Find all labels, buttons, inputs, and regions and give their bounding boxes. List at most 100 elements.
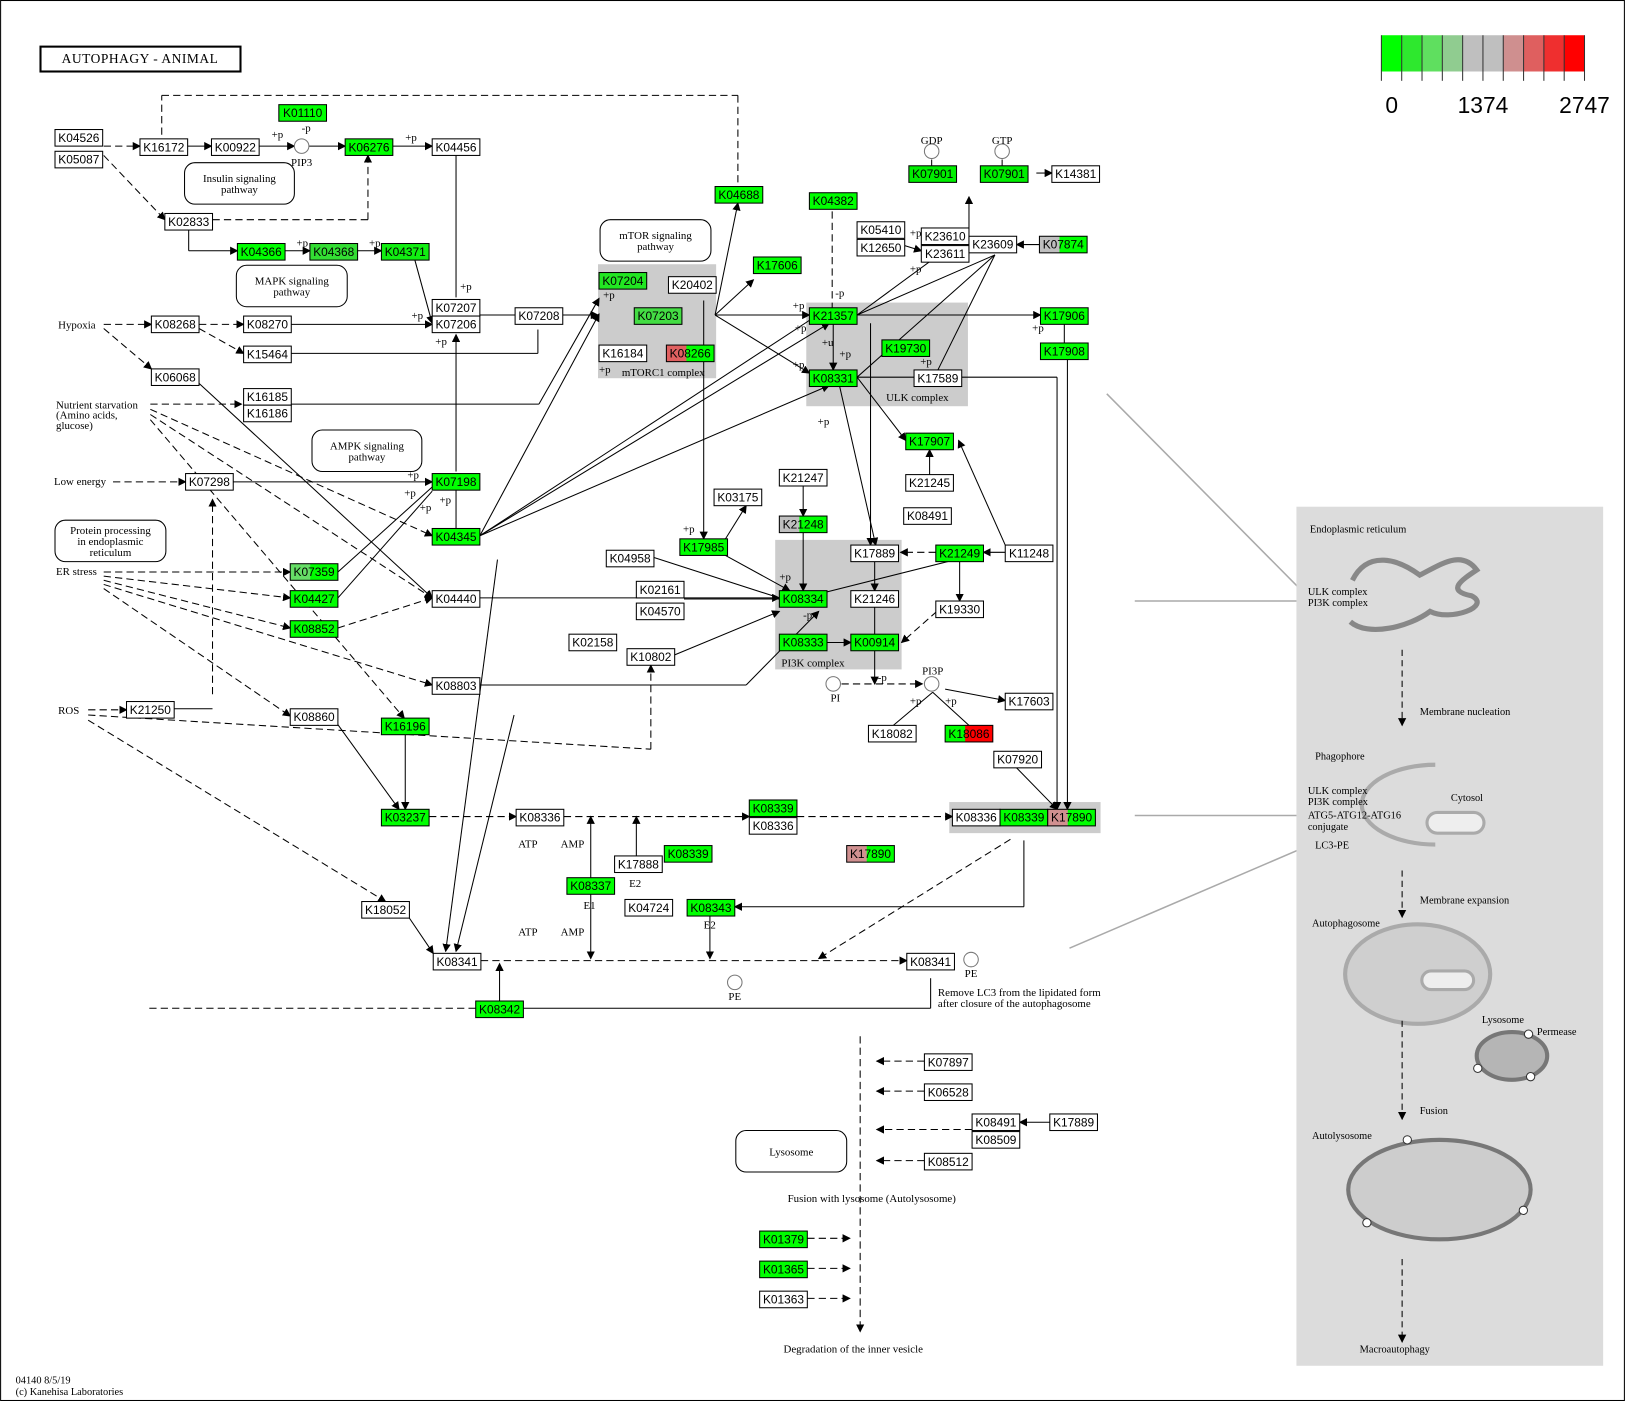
gene-node-K04382[interactable]: K04382 — [808, 192, 858, 210]
gene-node-K08339[interactable]: K08339 — [748, 799, 798, 818]
gene-node-K05087[interactable]: K05087 — [54, 150, 104, 169]
gene-node-K04688[interactable]: K04688 — [714, 186, 764, 204]
gene-node-K07204[interactable]: K07204 — [598, 272, 648, 290]
gene-node-K02833[interactable]: K02833 — [164, 212, 214, 231]
gene-node-K06276[interactable]: K06276 — [344, 138, 394, 156]
gene-node-K07920[interactable]: K07920 — [993, 750, 1043, 769]
gene-node-K08339[interactable]: K08339 — [999, 808, 1049, 827]
gene-node-K21246[interactable]: K21246 — [850, 590, 900, 608]
gene-node-K08331[interactable]: K08331 — [808, 369, 858, 388]
gene-node-K15464[interactable]: K15464 — [243, 345, 292, 364]
gene-node-K07203[interactable]: K07203 — [633, 307, 683, 325]
gene-node-K10802[interactable]: K10802 — [626, 648, 676, 666]
gene-node-K04724[interactable]: K04724 — [624, 898, 674, 917]
gene-node-K07206[interactable]: K07206 — [431, 315, 481, 334]
compound-circle-PE[interactable] — [727, 974, 743, 991]
gene-node-K08334[interactable]: K08334 — [778, 590, 828, 608]
gene-node-K07198[interactable]: K07198 — [431, 473, 481, 491]
gene-node-K16196[interactable]: K16196 — [380, 717, 430, 736]
gene-node-K17908[interactable]: K17908 — [1039, 342, 1089, 361]
gene-node-K17906[interactable]: K17906 — [1039, 307, 1089, 325]
gene-node-K04456[interactable]: K04456 — [431, 138, 481, 156]
gene-node-K16184[interactable]: K16184 — [598, 344, 648, 363]
gene-node-K08270[interactable]: K08270 — [243, 315, 292, 334]
gene-node-K07874[interactable]: K07874 — [1038, 235, 1088, 254]
gene-node-K03237[interactable]: K03237 — [380, 808, 430, 827]
gene-node-K01363[interactable]: K01363 — [759, 1290, 808, 1309]
gene-node-K08342[interactable]: K08342 — [475, 1000, 524, 1019]
gene-node-K17589[interactable]: K17589 — [913, 369, 963, 388]
gene-node-K04368[interactable]: K04368 — [309, 242, 359, 261]
gene-node-K21248[interactable]: K21248 — [778, 515, 828, 534]
gene-node-K23611[interactable]: K23611 — [920, 245, 970, 263]
gene-node-K01365[interactable]: K01365 — [759, 1260, 808, 1279]
gene-node-K08336[interactable]: K08336 — [748, 817, 798, 835]
gene-node-K04440[interactable]: K04440 — [431, 590, 481, 608]
gene-node-K18052[interactable]: K18052 — [361, 901, 410, 919]
gene-node-K04427[interactable]: K04427 — [289, 590, 339, 608]
gene-node-K21250[interactable]: K21250 — [125, 701, 175, 719]
gene-node-K17606[interactable]: K17606 — [752, 256, 802, 275]
gene-node-K04958[interactable]: K04958 — [605, 549, 655, 568]
gene-node-K19330[interactable]: K19330 — [935, 600, 984, 619]
gene-node-K17890[interactable]: K17890 — [846, 845, 895, 863]
gene-node-K08491[interactable]: K08491 — [971, 1113, 1021, 1132]
gene-node-K08336[interactable]: K08336 — [951, 808, 1001, 827]
gene-node-K04345[interactable]: K04345 — [431, 527, 481, 546]
gene-node-K08337[interactable]: K08337 — [566, 877, 616, 895]
gene-node-K04371[interactable]: K04371 — [380, 242, 430, 261]
gene-node-K17889[interactable]: K17889 — [850, 544, 900, 563]
gene-node-K08268[interactable]: K08268 — [150, 315, 200, 334]
compound-circle-GTP[interactable] — [994, 143, 1010, 160]
gene-node-K21249[interactable]: K21249 — [935, 544, 984, 563]
gene-node-K07359[interactable]: K07359 — [289, 563, 339, 581]
gene-node-K08333[interactable]: K08333 — [778, 633, 828, 652]
gene-node-K11248[interactable]: K11248 — [1004, 544, 1054, 563]
gene-node-K06068[interactable]: K06068 — [150, 368, 200, 387]
gene-node-K08509[interactable]: K08509 — [971, 1131, 1021, 1149]
gene-node-K07207[interactable]: K07207 — [431, 298, 481, 317]
gene-node-K08852[interactable]: K08852 — [289, 620, 339, 638]
gene-node-K23609[interactable]: K23609 — [968, 235, 1018, 254]
gene-node-K08512[interactable]: K08512 — [923, 1152, 973, 1171]
gene-node-K19730[interactable]: K19730 — [881, 339, 931, 357]
gene-node-K23610[interactable]: K23610 — [920, 227, 970, 246]
gene-node-K01379[interactable]: K01379 — [759, 1230, 808, 1249]
gene-node-K08336[interactable]: K08336 — [515, 808, 565, 827]
gene-node-K17889[interactable]: K17889 — [1049, 1113, 1098, 1132]
gene-node-K14381[interactable]: K14381 — [1051, 165, 1101, 183]
gene-node-K08341[interactable]: K08341 — [432, 952, 482, 971]
gene-node-K20402[interactable]: K20402 — [667, 276, 717, 294]
compound-circle-PI[interactable] — [825, 676, 841, 692]
gene-node-K17985[interactable]: K17985 — [679, 538, 729, 556]
compound-circle-PI3P[interactable] — [923, 676, 940, 692]
gene-node-K08341[interactable]: K08341 — [906, 952, 955, 971]
gene-node-K16172[interactable]: K16172 — [139, 138, 189, 156]
gene-node-K07897[interactable]: K07897 — [923, 1053, 973, 1071]
gene-node-K07208[interactable]: K07208 — [514, 307, 564, 325]
gene-node-K05410[interactable]: K05410 — [856, 221, 906, 239]
gene-node-K21247[interactable]: K21247 — [778, 468, 828, 487]
gene-node-K03175[interactable]: K03175 — [713, 488, 763, 507]
gene-node-K17888[interactable]: K17888 — [614, 855, 663, 874]
compound-circle-PIP3[interactable] — [293, 138, 310, 154]
gene-node-K00914[interactable]: K00914 — [850, 633, 900, 652]
gene-node-K07901[interactable]: K07901 — [979, 165, 1029, 183]
gene-node-K16186[interactable]: K16186 — [243, 404, 292, 423]
gene-node-K00922[interactable]: K00922 — [210, 138, 260, 156]
compound-circle-PE[interactable] — [963, 951, 979, 968]
gene-node-K02158[interactable]: K02158 — [568, 633, 618, 652]
gene-node-K07298[interactable]: K07298 — [185, 473, 234, 491]
gene-node-K07901[interactable]: K07901 — [908, 165, 958, 183]
gene-node-K18086[interactable]: K18086 — [944, 724, 994, 743]
gene-node-K16185[interactable]: K16185 — [243, 388, 292, 406]
gene-node-K21357[interactable]: K21357 — [808, 307, 858, 325]
gene-node-K08343[interactable]: K08343 — [686, 898, 736, 917]
gene-node-K21245[interactable]: K21245 — [905, 474, 954, 492]
gene-node-K04366[interactable]: K04366 — [236, 242, 286, 261]
gene-node-K08266[interactable]: K08266 — [665, 344, 715, 363]
